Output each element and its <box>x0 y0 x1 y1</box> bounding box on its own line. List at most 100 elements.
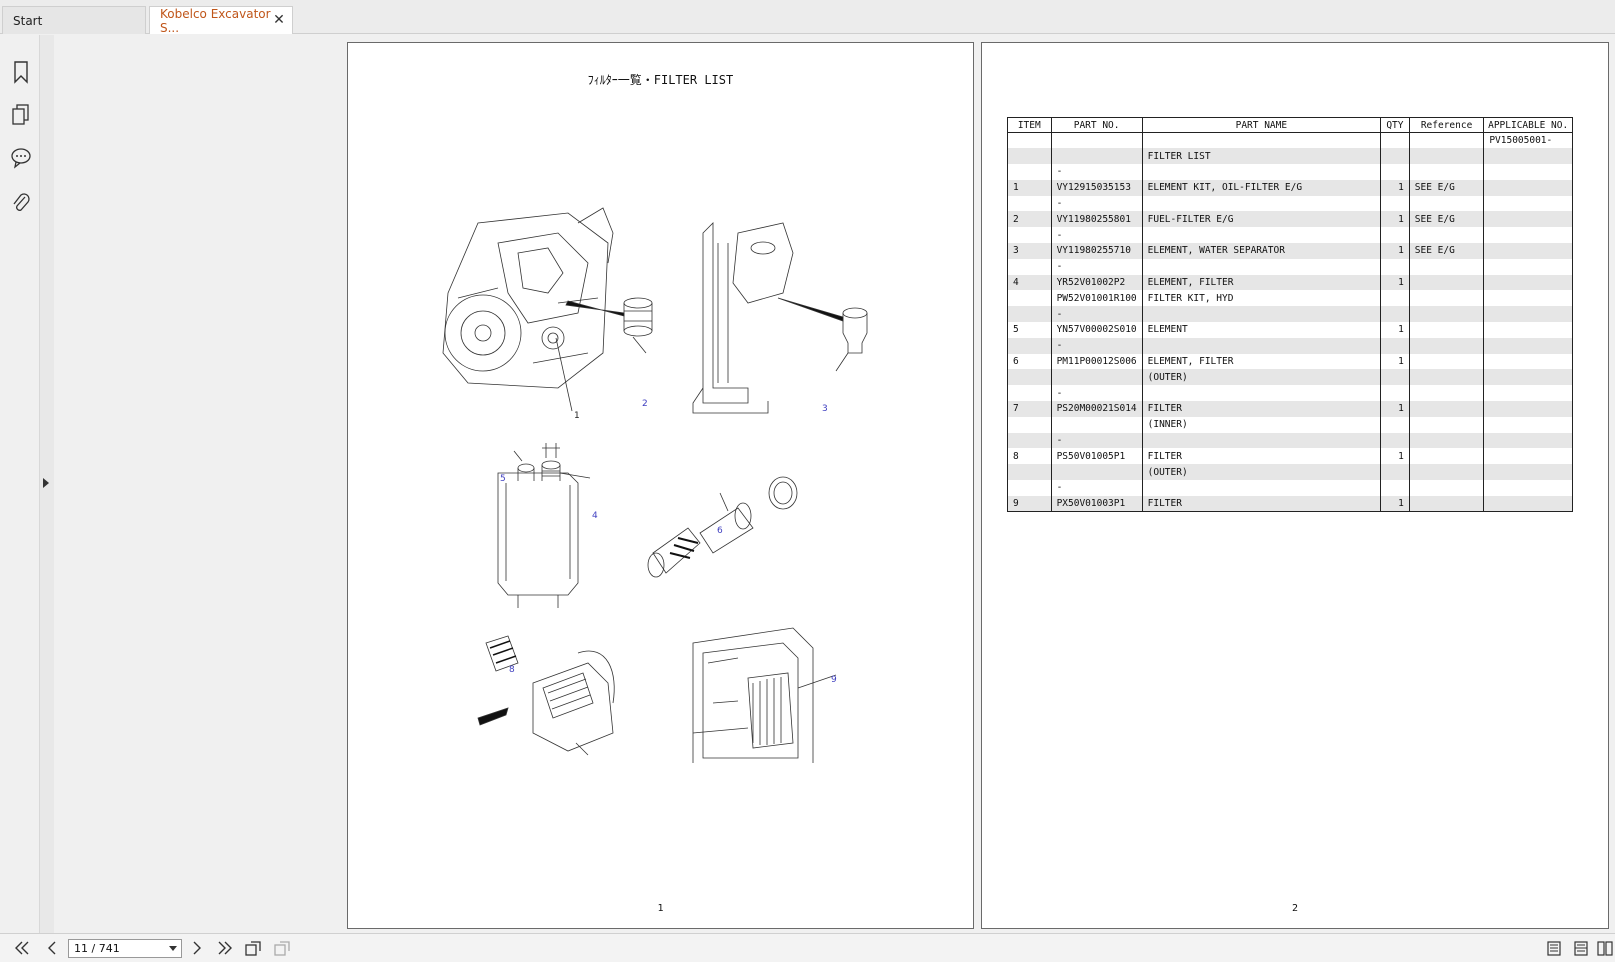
cab-filter-drawing <box>477 635 615 756</box>
tab-document[interactable]: Kobelco Excavator S... ✕ <box>149 6 293 35</box>
cell-reference <box>1408 448 1485 465</box>
attachment-icon[interactable] <box>10 191 32 217</box>
cell-part-name <box>1141 337 1382 354</box>
cell-part-name <box>1141 432 1382 449</box>
cell-qty <box>1380 132 1410 149</box>
page-number-input[interactable]: 11 / 741 <box>68 939 182 958</box>
cell-applicable-no <box>1483 369 1573 386</box>
header-part-no: PART NO. <box>1050 117 1143 133</box>
cell-applicable-no <box>1483 306 1573 323</box>
bottom-toolbar: 11 / 741 <box>0 933 1615 962</box>
cell-qty <box>1380 148 1410 165</box>
cell-item <box>1007 306 1052 323</box>
cell-qty: 1 <box>1380 274 1410 291</box>
filter-illustration: 1 2 3 4 5 6 7 8 9 <box>442 207 868 763</box>
table-row: (INNER) <box>1007 416 1573 433</box>
callout-6: 6 <box>717 526 723 536</box>
cell-part-name: ELEMENT KIT, OIL-FILTER E/G <box>1141 179 1382 196</box>
cell-reference <box>1408 258 1485 275</box>
cell-part-no: PS50V01005P1 <box>1050 448 1143 465</box>
cell-item <box>1007 480 1052 496</box>
first-page-icon[interactable] <box>12 939 32 957</box>
cell-item <box>1007 148 1052 165</box>
cell-part-name <box>1141 480 1382 496</box>
cell-part-no: - <box>1050 480 1143 496</box>
table-row: - <box>1007 227 1573 244</box>
cell-applicable-no <box>1483 416 1573 433</box>
cell-item <box>1007 432 1052 449</box>
cell-part-no: - <box>1050 227 1143 244</box>
single-page-view-icon[interactable] <box>1546 941 1562 956</box>
air-cleaner-drawing <box>647 476 798 578</box>
cell-reference <box>1408 274 1485 291</box>
page-title: ﾌｨﾙﾀｰ一覧・FILTER LIST <box>587 73 734 87</box>
cell-reference: SEE E/G <box>1408 211 1485 228</box>
cell-item <box>1007 164 1052 180</box>
cell-applicable-no <box>1483 148 1573 165</box>
cell-qty: 1 <box>1380 322 1410 338</box>
cell-part-name: FUEL-FILTER E/G <box>1141 211 1382 228</box>
cell-reference <box>1408 337 1485 354</box>
table-row: FILTER LIST <box>1007 148 1573 165</box>
cell-qty <box>1380 369 1410 386</box>
header-item: ITEM <box>1007 117 1052 133</box>
last-page-icon[interactable] <box>215 939 235 957</box>
left-sidebar <box>0 35 40 933</box>
cell-part-no: PX50V01003P1 <box>1050 495 1143 512</box>
table-row: - <box>1007 337 1573 354</box>
callout-3: 3 <box>822 404 828 414</box>
cell-item <box>1007 258 1052 275</box>
continuous-view-icon[interactable] <box>1573 941 1589 956</box>
cell-part-name: ELEMENT, FILTER <box>1141 274 1382 291</box>
callout-1: 1 <box>574 411 580 421</box>
rotate-page-icon[interactable] <box>243 939 263 957</box>
tab-start[interactable]: Start <box>2 6 146 34</box>
extract-page-icon[interactable] <box>272 939 292 957</box>
engine-drawing <box>442 207 614 389</box>
tab-document-label: Kobelco Excavator S... <box>160 6 271 35</box>
page-2: ITEM PART NO. PART NAME QTY Reference AP… <box>981 42 1609 929</box>
cell-qty <box>1380 337 1410 354</box>
cell-reference <box>1408 306 1485 323</box>
oil-filter-drawing <box>565 297 653 354</box>
cell-applicable-no <box>1483 258 1573 275</box>
close-icon[interactable]: ✕ <box>273 12 285 28</box>
cell-reference <box>1408 401 1485 417</box>
expand-panel-icon[interactable] <box>43 478 49 488</box>
previous-page-icon[interactable] <box>42 939 62 957</box>
cell-part-no <box>1050 369 1143 386</box>
cell-reference <box>1408 480 1485 496</box>
cell-part-no: - <box>1050 164 1143 180</box>
cell-part-no: PS20M00021S014 <box>1050 401 1143 417</box>
callout-2: 2 <box>642 399 648 409</box>
cell-reference <box>1408 495 1485 512</box>
cell-applicable-no <box>1483 353 1573 370</box>
cell-part-name: FILTER KIT, HYD <box>1141 290 1382 307</box>
comments-icon[interactable] <box>10 145 32 171</box>
cell-item <box>1007 195 1052 212</box>
cell-qty: 1 <box>1380 448 1410 465</box>
two-page-view-icon[interactable] <box>1597 941 1613 956</box>
cell-qty <box>1380 416 1410 433</box>
cell-qty <box>1380 195 1410 212</box>
cell-applicable-no <box>1483 448 1573 465</box>
chevron-down-icon[interactable] <box>169 946 177 951</box>
pages-icon[interactable] <box>10 102 32 128</box>
page-1: ﾌｨﾙﾀｰ一覧・FILTER LIST <box>347 42 974 929</box>
cab-drawing <box>692 627 837 763</box>
cell-reference <box>1408 148 1485 165</box>
cell-applicable-no <box>1483 385 1573 402</box>
table-row: - <box>1007 480 1573 496</box>
bookmark-icon[interactable] <box>10 59 32 85</box>
cell-qty: 1 <box>1380 353 1410 370</box>
callout-4: 4 <box>592 511 598 521</box>
cell-qty <box>1380 227 1410 244</box>
cell-reference <box>1408 369 1485 386</box>
table-row: - <box>1007 195 1573 212</box>
cell-qty <box>1380 464 1410 481</box>
header-qty: QTY <box>1380 117 1410 133</box>
next-page-icon[interactable] <box>187 939 207 957</box>
